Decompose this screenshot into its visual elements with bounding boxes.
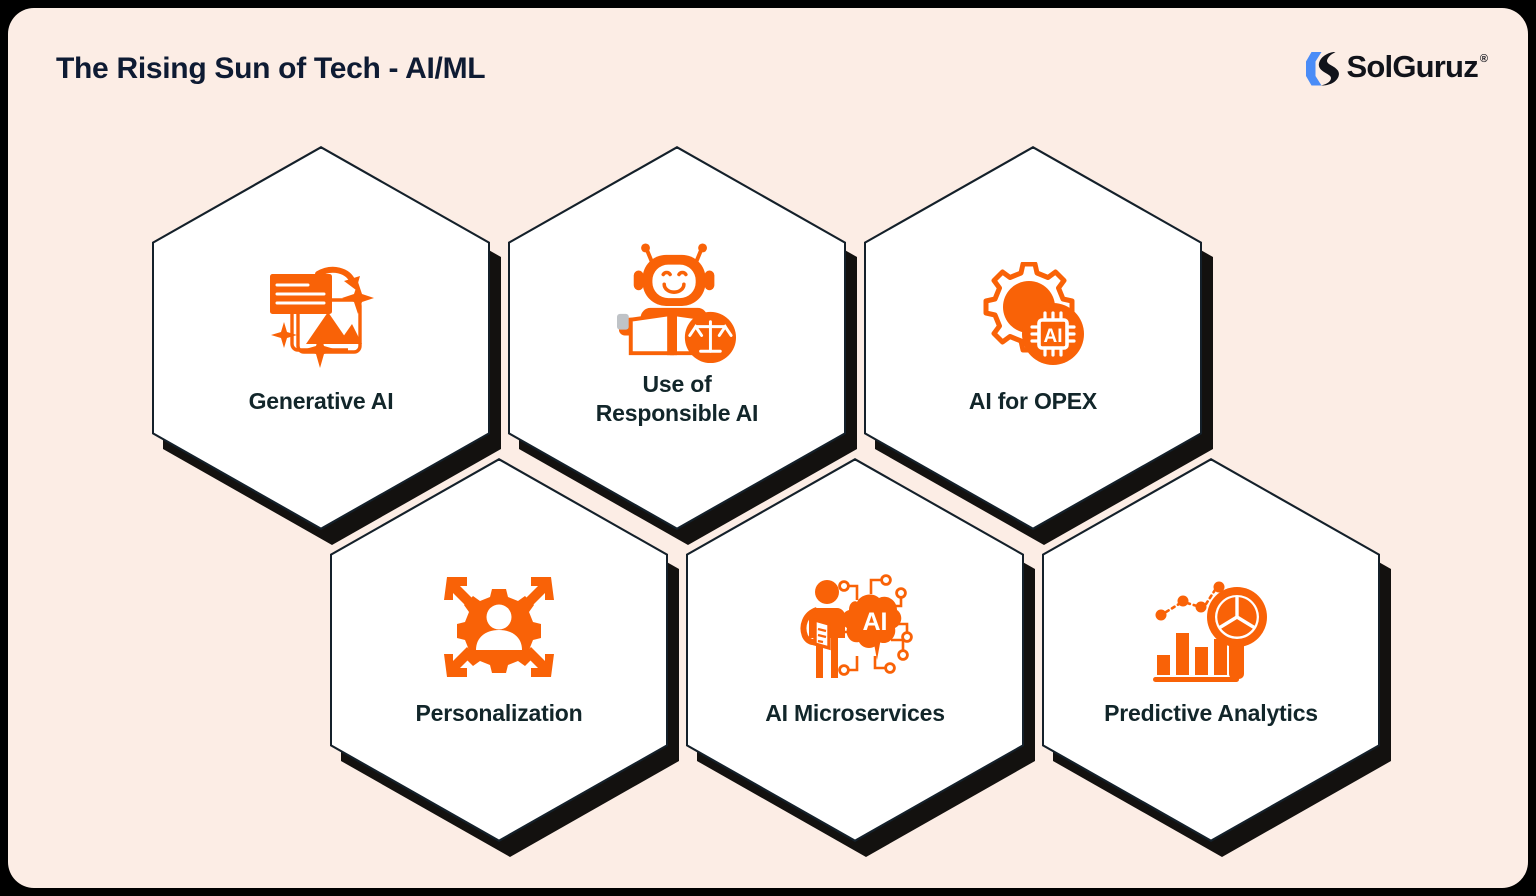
hex-label: AI Microservices (765, 700, 945, 727)
gear-person-arrows-icon (439, 571, 559, 683)
hex-label: Predictive Analytics (1104, 700, 1318, 727)
hex-cell-ai-for-opex[interactable]: AI AI for OPEX (864, 146, 1213, 545)
hex-label-line-1: Use of (642, 370, 712, 397)
svg-text:AI: AI (863, 608, 888, 636)
responsible-ai-robot-reading-scales-icon (617, 243, 737, 363)
hex-face: AI (688, 460, 1022, 840)
page-title: The Rising Sun of Tech - AI/ML (56, 52, 486, 85)
hex-cell-generative-ai[interactable]: Generative AI (152, 146, 501, 545)
hex-cell-ai-microservices[interactable]: AI (686, 458, 1035, 857)
gear-ai-chip-icon: AI (973, 259, 1093, 371)
person-ai-brain-circuit-icon: AI (795, 571, 915, 683)
solguruz-s-hexagon-logo-icon (1305, 50, 1345, 88)
header: The Rising Sun of Tech - AI/ML SolGuruz … (8, 8, 1528, 128)
hex-cell-predictive-analytics[interactable]: Predictive Analytics (1042, 458, 1391, 857)
brand-trademark: ® (1479, 53, 1488, 65)
brand-logo: SolGuruz ® (1305, 50, 1488, 88)
brand-name: SolGuruz (1346, 49, 1479, 84)
hex-cell-personalization[interactable]: Personalization (330, 458, 679, 857)
hex-label: Generative AI (248, 388, 394, 415)
svg-text:AI: AI (1044, 326, 1063, 347)
bar-chart-trend-magnifier-pie-icon (1151, 571, 1271, 683)
hex-label: Use of Responsible AI (596, 370, 759, 429)
hex-label-line-2: Responsible AI (595, 400, 759, 426)
infographic-panel: The Rising Sun of Tech - AI/ML SolGuruz … (8, 8, 1528, 888)
hex-face: Personalization (332, 460, 666, 840)
generative-ai-text-to-image-icon (261, 259, 381, 371)
hex-face: Use of Responsible AI (510, 148, 844, 528)
hex-label: AI for OPEX (968, 388, 1098, 415)
hex-cell-responsible-ai[interactable]: Use of Responsible AI (508, 146, 857, 545)
hexagon-grid: Generative AI (8, 128, 1528, 888)
hex-label: Personalization (415, 700, 583, 727)
